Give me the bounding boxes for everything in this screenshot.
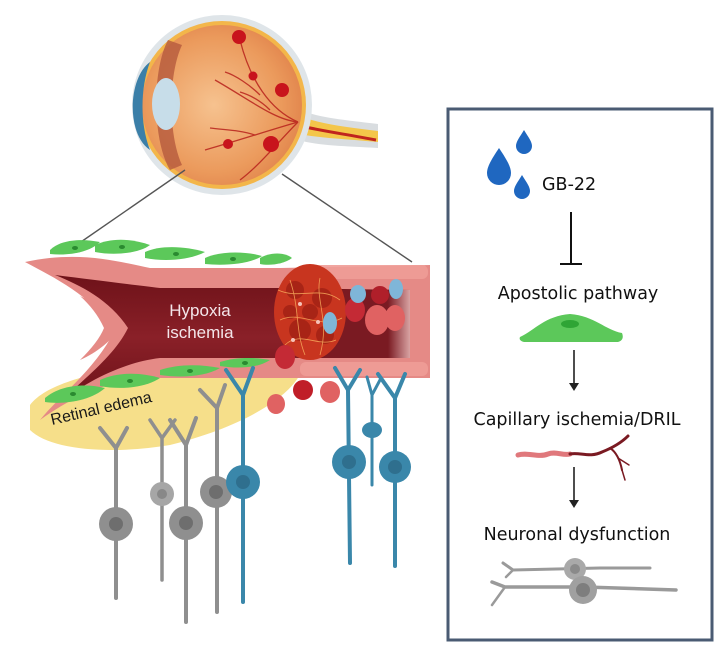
- drug-label: GB-22: [542, 175, 596, 195]
- red-blood-cell-icon: [267, 345, 340, 414]
- zoom-line-right: [281, 173, 413, 263]
- vessel-label-line2: ischemia: [166, 323, 234, 342]
- step2-label: Capillary ischemia/DRIL: [473, 410, 680, 430]
- step1-label: Apostolic pathway: [498, 284, 659, 304]
- white-blood-cells: [323, 279, 403, 334]
- dysfunctional-neurons-icon: [490, 558, 678, 607]
- inhibition-arrow-icon: [560, 212, 582, 265]
- retinal-neuron-icon: [98, 366, 411, 624]
- zoom-line-left: [77, 169, 186, 245]
- down-arrow-icon: [569, 467, 579, 508]
- red-blood-cells-in-vessel: [345, 286, 405, 335]
- drug-drops-icon: [487, 130, 532, 199]
- step3-label: Neuronal dysfunction: [484, 525, 671, 545]
- eye-cross-section-icon: [132, 15, 378, 195]
- endothelial-cell-icon: [519, 314, 623, 342]
- blood-vessel-icon: Hypoxia ischemia: [25, 239, 430, 420]
- vessel-label-line1: Hypoxia: [169, 301, 231, 320]
- thrombus-icon: [274, 264, 346, 360]
- capillary-icon: [515, 434, 630, 481]
- down-arrow-icon: [569, 350, 579, 391]
- pathway-box: GB-22 Apostolic pathway Capillary ischem…: [446, 107, 714, 642]
